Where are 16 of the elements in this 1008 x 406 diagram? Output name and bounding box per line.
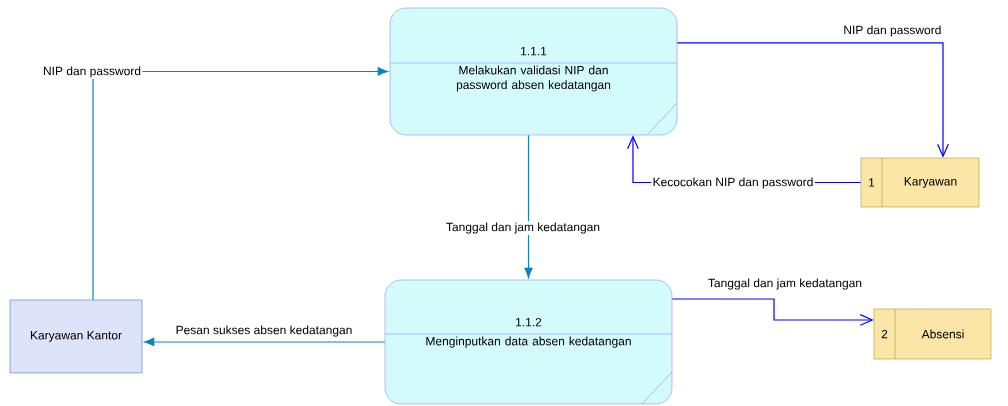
edge-label: NIP dan password (41, 65, 143, 79)
process-box: 1.1.1 Melakukan validasi NIP dan password absen kedatangan (389, 7, 678, 136)
data-store: 1 Karyawan (860, 157, 980, 208)
arrow (524, 134, 533, 278)
arrow (144, 337, 386, 347)
edge-label: NIP dan password (842, 24, 943, 38)
arrow (671, 298, 874, 326)
external-entity-box: Karyawan Kantor (9, 299, 143, 374)
data-store: 2 Absensi (873, 308, 992, 360)
edge-label: Tanggal dan jam kedatangan (444, 221, 602, 235)
arrow (92, 67, 388, 301)
edge-label: Pesan sukses absen kedatangan (174, 324, 354, 338)
arrow (676, 42, 949, 158)
edge-label: Tanggal dan jam kedatangan (706, 277, 864, 291)
edge-label: Kecocokan NIP dan password (651, 176, 815, 190)
process-box: 1.1.2 Menginputkan data absen kedatangan (384, 279, 673, 405)
